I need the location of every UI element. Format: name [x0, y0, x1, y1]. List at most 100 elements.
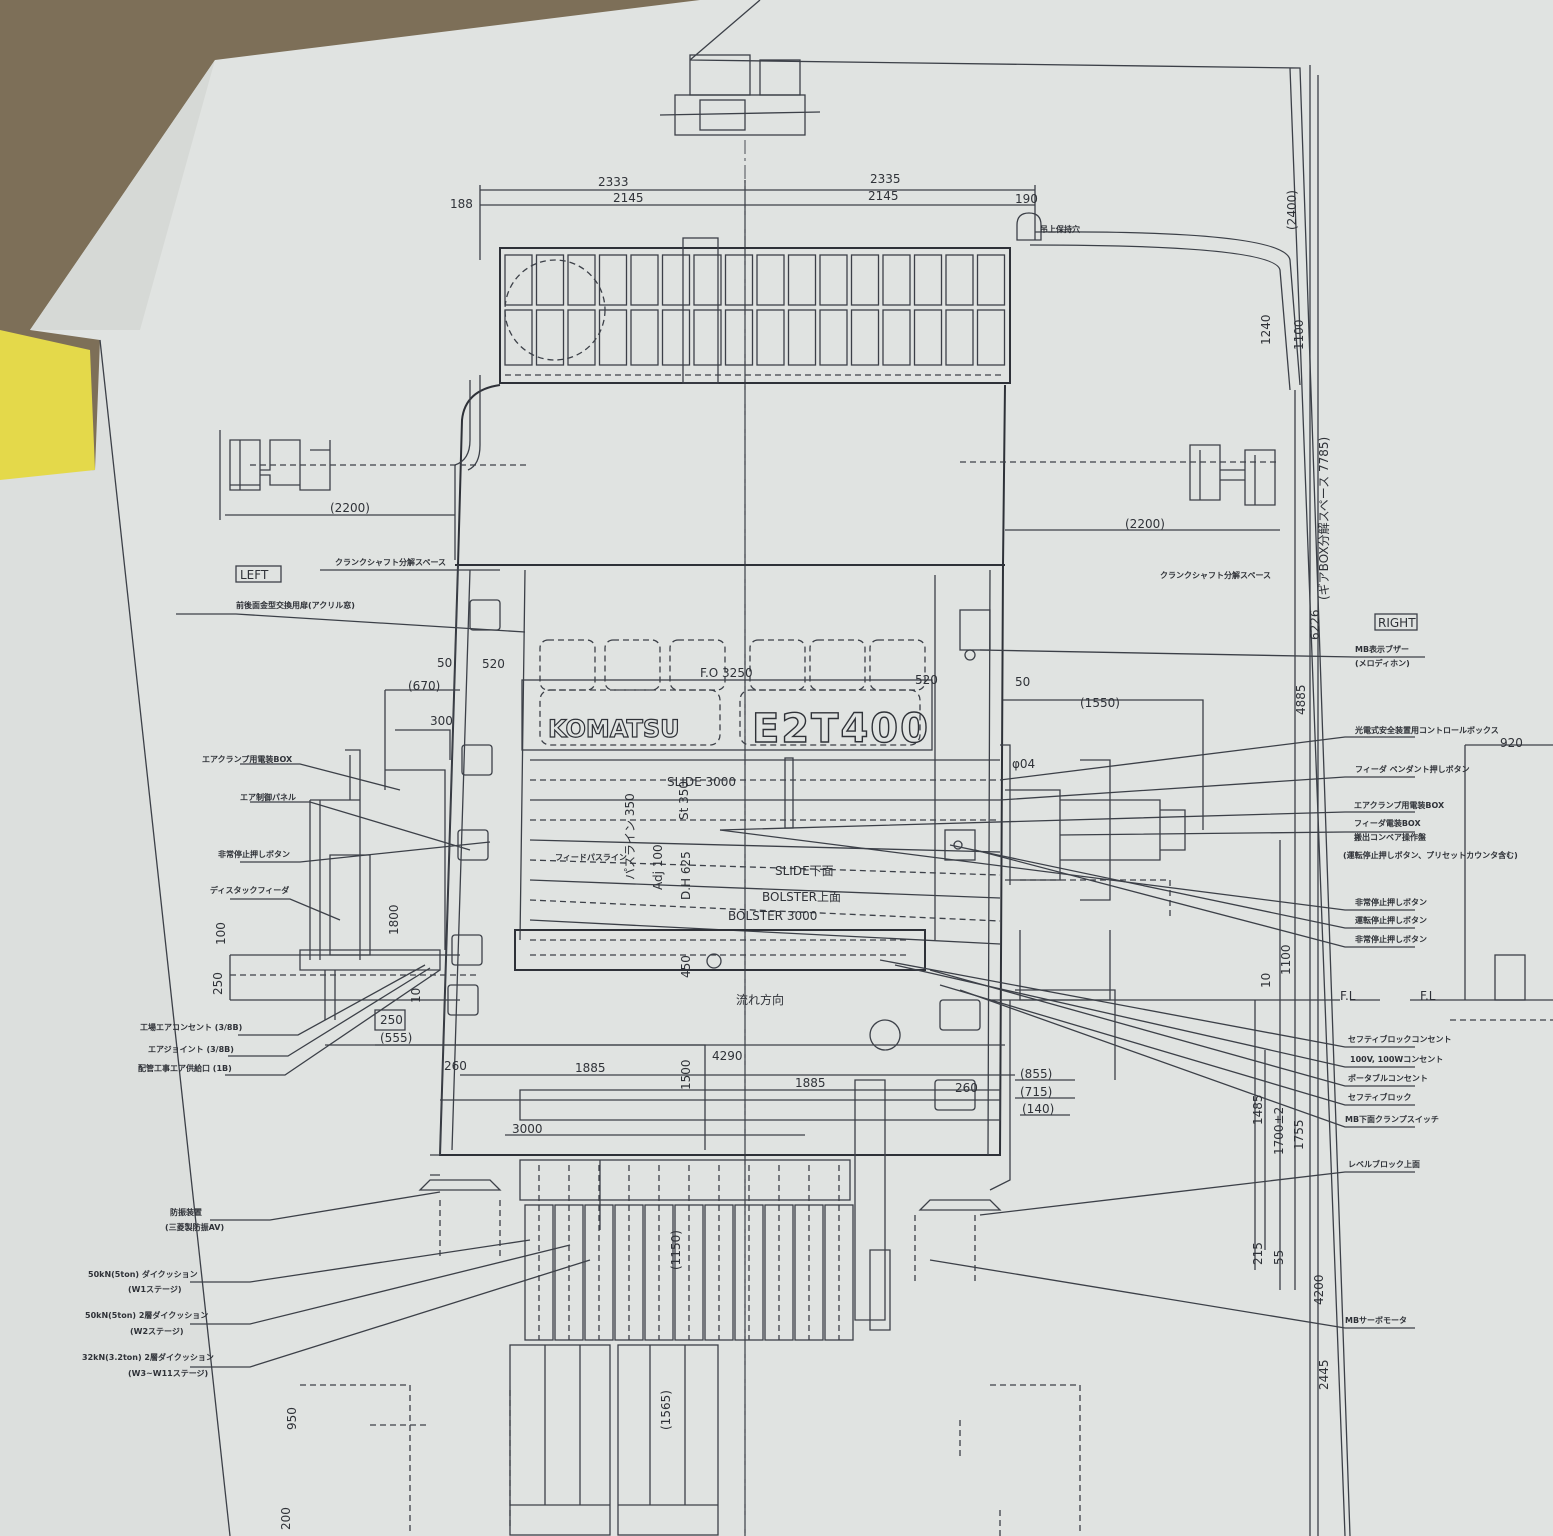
leader-line	[1059, 831, 1415, 836]
callout: ポータブルコンセント	[1348, 1073, 1428, 1083]
callout: フィーダ ペンダント押しボタン	[1355, 764, 1470, 774]
view-label-left: LEFT	[240, 568, 269, 582]
callout: 50kN(5ton) ダイクッション	[88, 1269, 198, 1279]
dim: 450	[679, 955, 693, 978]
leader-line	[238, 964, 426, 1036]
crown-cell	[756, 254, 785, 306]
dim: 50	[437, 656, 452, 670]
dim: (2400)	[1285, 190, 1299, 230]
callout: (運転停止押しボタン、プリセットカウンタ含む)	[1343, 850, 1518, 860]
dim: 520	[482, 657, 505, 671]
dim: 950	[285, 1407, 299, 1430]
dim: F.O 3250	[700, 666, 753, 680]
vertical-dimension-labels: St 350 パスライン 350 Adj 100 D.H 625 1800 10…	[211, 190, 1331, 1530]
dim: 1755	[1292, 1119, 1306, 1150]
model-logo: E2T400	[752, 706, 930, 752]
callout: エアジョイント (3/8B)	[148, 1045, 234, 1054]
callout: (W1ステージ)	[128, 1285, 182, 1294]
dim: 6226	[1308, 609, 1322, 640]
callout: (W3~W11ステージ)	[128, 1369, 208, 1378]
leader-line	[979, 1171, 1415, 1216]
crown-cell	[850, 254, 880, 306]
crown-cell	[693, 309, 722, 366]
dim: 300	[430, 714, 453, 728]
dim: BOLSTER 3000	[728, 909, 817, 923]
dim: (555)	[380, 1031, 412, 1045]
leader-line	[979, 649, 1425, 658]
brand-logo: KOMATSU	[548, 715, 680, 743]
dim: (855)	[1020, 1067, 1052, 1081]
dim: 1885	[795, 1076, 826, 1090]
crown-cell	[913, 254, 943, 306]
dim: 1885	[575, 1061, 606, 1075]
dim: 1100	[1292, 319, 1306, 350]
leader-line	[999, 736, 1415, 781]
frame-window	[461, 744, 493, 776]
slide-line	[529, 839, 1001, 853]
crown-cell	[535, 254, 565, 306]
dim: 260	[444, 1059, 467, 1073]
callout: エア制御パネル	[240, 792, 296, 802]
horizontal-dimension-lines	[375, 1044, 1075, 1136]
dim: (140)	[1022, 1102, 1054, 1116]
leader-line	[999, 776, 1415, 801]
dim: Adj 100	[651, 844, 665, 890]
leader-line	[929, 1259, 1415, 1329]
crown-cell	[504, 309, 533, 366]
drawing-lines	[99, 0, 1553, 1536]
crown-cell	[756, 309, 785, 366]
dim: 4885	[1294, 684, 1308, 715]
dim: 1800	[387, 904, 401, 935]
floor-level-label: F.L	[1340, 989, 1356, 1003]
right-elevation-view	[1450, 744, 1553, 1021]
dim: 1700±2	[1272, 1107, 1286, 1155]
crown-cell	[661, 309, 691, 366]
dim: 流れ方向	[736, 992, 784, 1007]
callout: フィードパスライン	[555, 852, 627, 862]
callout: (メロディホン)	[1355, 658, 1410, 668]
leader-line	[719, 811, 1415, 831]
dim: (670)	[408, 679, 440, 693]
dim: 50	[1015, 675, 1030, 689]
leader-line	[240, 763, 401, 791]
crown-cell	[693, 254, 722, 306]
slide-line	[529, 899, 1001, 922]
leader-lines	[176, 569, 1425, 1368]
dim: 1100	[1279, 944, 1293, 975]
dim: SLIDE 3000	[667, 775, 736, 789]
dim: 55	[1272, 1250, 1286, 1265]
crown-cell	[882, 309, 911, 366]
left-feeder	[229, 689, 706, 1150]
dim: 188	[450, 197, 473, 211]
callout: (W2ステージ)	[130, 1327, 184, 1336]
callout: セフティブロックコンセント	[1348, 1034, 1452, 1044]
crown-cell	[630, 254, 659, 306]
left-callouts: クランクシャフト分解スペース 前後面金型交換用扉(アクリル窓) エアクランプ用電…	[82, 557, 446, 1378]
dim: (1150)	[669, 1230, 683, 1270]
paper-lower-left	[0, 340, 230, 1536]
callout: 非常停止押しボタン	[218, 849, 290, 859]
callout: 運転停止押しボタン	[1355, 915, 1427, 925]
callout: 32kN(3.2ton) 2層ダイクッション	[82, 1352, 214, 1362]
crown-cell	[850, 309, 880, 366]
dim: BOLSTER上面	[762, 890, 841, 904]
crown-cell	[567, 309, 596, 366]
crown-cell	[882, 254, 911, 306]
crown-cell	[945, 254, 974, 306]
paper-fold	[30, 60, 215, 330]
leader-line	[228, 967, 431, 1057]
leader-line	[959, 989, 1415, 1128]
leader-line	[250, 801, 471, 851]
dim: 920	[1500, 736, 1523, 750]
dim: 520	[915, 673, 938, 687]
leader-line	[225, 969, 441, 1076]
callout: 非常停止押しボタン	[1355, 934, 1427, 944]
dim: (1565)	[659, 1390, 673, 1430]
leader-line	[939, 984, 1415, 1106]
dim: 2333	[598, 175, 629, 189]
right-callouts: クランクシャフト分解スペース 吊上保持穴 MB表示ブザー (メロディホン) 光電…	[1040, 224, 1518, 1325]
leader-line	[974, 849, 1415, 948]
dim: 2145	[613, 191, 644, 205]
crown-cell	[661, 254, 691, 306]
callout: 50kN(5ton) 2層ダイクッション	[85, 1310, 208, 1320]
